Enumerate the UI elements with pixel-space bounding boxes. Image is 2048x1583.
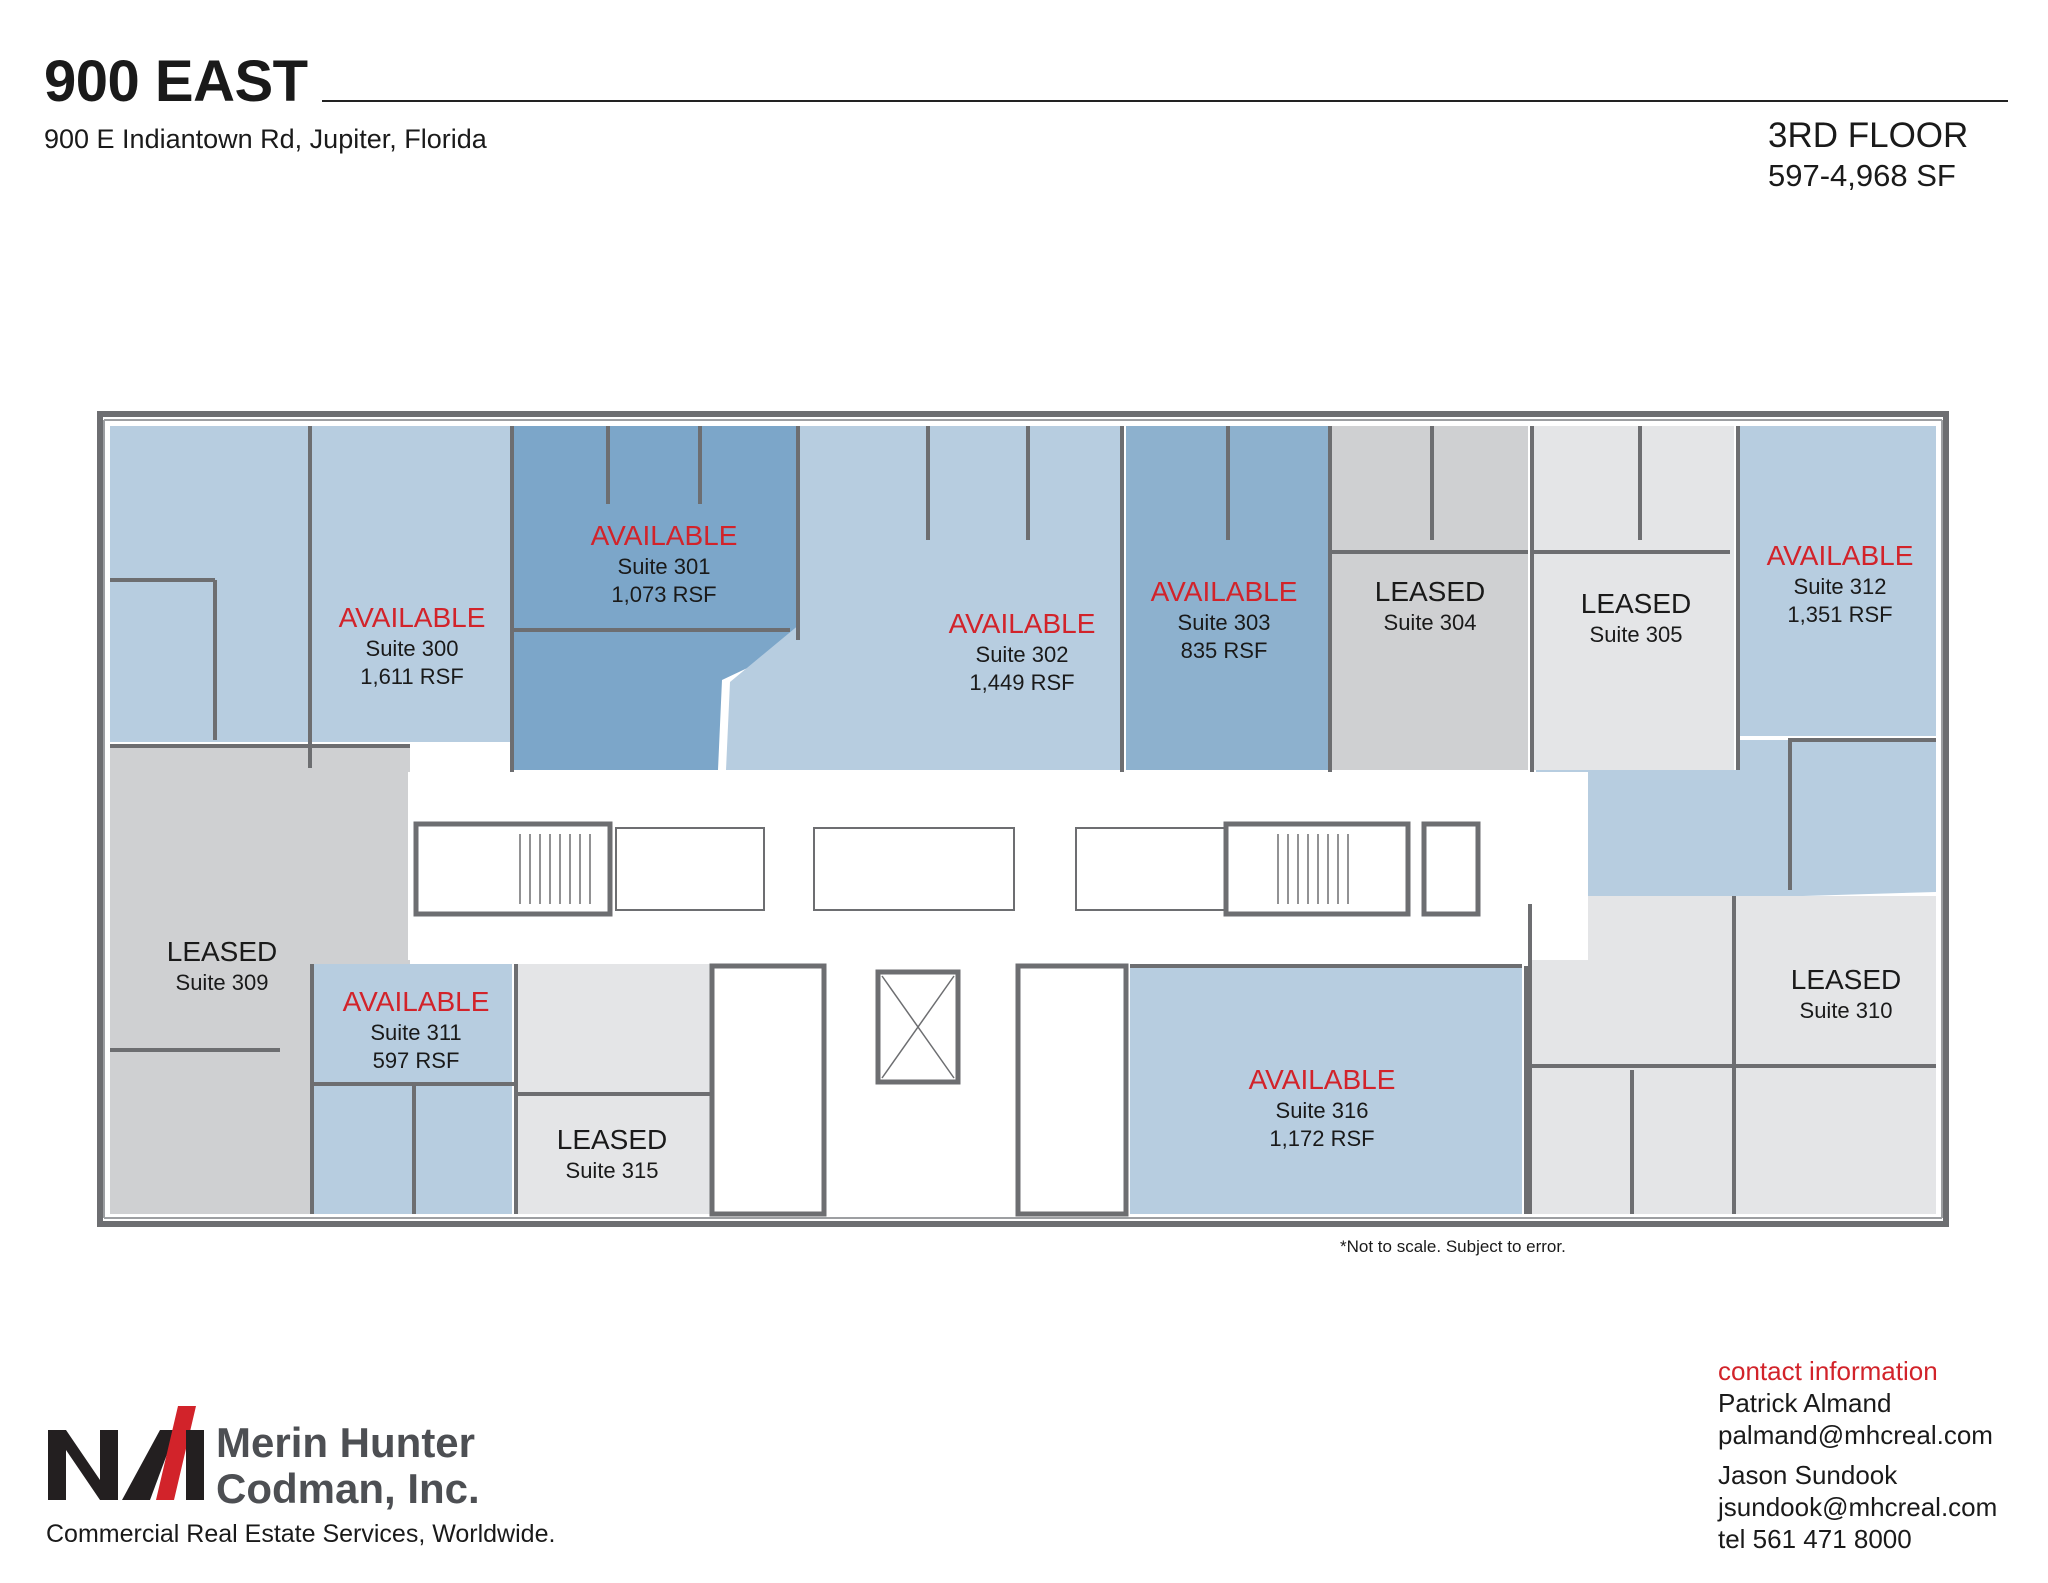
suite-312-area: 1,351 RSF — [1787, 602, 1892, 627]
restroom-west — [709, 963, 827, 1217]
suite-315-fill — [516, 964, 710, 1214]
company-name: Merin Hunter Codman, Inc. — [216, 1420, 480, 1512]
contact-name-2: Jason Sundook — [1718, 1460, 1898, 1490]
scale-note: *Not to scale. Subject to error. — [1340, 1237, 1566, 1256]
restroom-east — [1015, 963, 1129, 1217]
suite-303-status: AVAILABLE — [1151, 576, 1298, 607]
suite-315-status: LEASED — [557, 1124, 668, 1155]
suite-labels: AVAILABLE Suite 300 1,611 RSF AVAILABLE … — [167, 520, 1914, 1183]
suite-301-name: Suite 301 — [618, 554, 711, 579]
suite-302-name: Suite 302 — [976, 642, 1069, 667]
suite-316-name: Suite 316 — [1276, 1098, 1369, 1123]
suite-312-lower-fill — [1536, 740, 1936, 904]
building-title: 900 EAST — [44, 49, 308, 114]
interior-walls — [110, 426, 1936, 1214]
contact-name-1: Patrick Almand — [1718, 1388, 1892, 1418]
shaft-2 — [813, 827, 1015, 911]
suite-309-name: Suite 309 — [176, 970, 269, 995]
contact-phone[interactable]: tel 561 471 8000 — [1718, 1524, 1912, 1554]
suite-309-status: LEASED — [167, 936, 278, 967]
stair-east — [1223, 821, 1411, 917]
suite-312-status: AVAILABLE — [1767, 540, 1914, 571]
suite-302-area: 1,449 RSF — [969, 670, 1074, 695]
suite-303-name: Suite 303 — [1178, 610, 1271, 635]
shaft-3 — [1075, 827, 1237, 911]
stair-west — [413, 821, 613, 917]
suite-fills — [110, 426, 1936, 1214]
suite-300-name: Suite 300 — [366, 636, 459, 661]
suite-303-area: 835 RSF — [1181, 638, 1268, 663]
suite-300-status: AVAILABLE — [339, 602, 486, 633]
suite-312-name: Suite 312 — [1794, 574, 1887, 599]
suite-315-name: Suite 315 — [566, 1158, 659, 1183]
suite-304-name: Suite 304 — [1384, 610, 1477, 635]
suite-301-fill — [514, 426, 796, 636]
shaft-1 — [615, 827, 765, 911]
suite-301-area: 1,073 RSF — [611, 582, 716, 607]
contact-email-1[interactable]: palmand@mhcreal.com — [1718, 1420, 1993, 1450]
stair-treads — [519, 834, 1349, 1079]
suite-311-area: 597 RSF — [373, 1048, 460, 1073]
window-mullions — [103, 419, 1943, 1219]
header-rule — [322, 100, 2008, 102]
suite-316-status: AVAILABLE — [1249, 1064, 1396, 1095]
floor-label: 3RD FLOOR — [1768, 116, 1969, 155]
suite-304-status: LEASED — [1375, 576, 1486, 607]
suite-310-name: Suite 310 — [1800, 998, 1893, 1023]
suite-302-status: AVAILABLE — [949, 608, 1096, 639]
suite-311-name: Suite 311 — [370, 1020, 461, 1045]
suite-301-lower-fill — [514, 636, 796, 770]
floor-size-range: 597-4,968 SF — [1768, 158, 1956, 193]
suite-310-status: LEASED — [1791, 964, 1902, 995]
building-address: 900 E Indiantown Rd, Jupiter, Florida — [44, 124, 487, 154]
suite-302-fill — [726, 426, 1120, 770]
suite-316-fill — [1130, 966, 1522, 1214]
suite-305-fill — [1534, 426, 1734, 770]
company-tagline: Commercial Real Estate Services, Worldwi… — [46, 1520, 556, 1548]
suite-311-status: AVAILABLE — [343, 986, 490, 1017]
suite-312-fill — [1740, 426, 1936, 736]
company-line-1: Merin Hunter — [216, 1419, 476, 1466]
company-line-2: Codman, Inc. — [216, 1465, 480, 1512]
suite-305-name: Suite 305 — [1590, 622, 1683, 647]
suite-305-status: LEASED — [1581, 588, 1692, 619]
suite-316-area: 1,172 RSF — [1269, 1126, 1374, 1151]
suite-300-area: 1,611 RSF — [360, 664, 464, 689]
contact-heading: contact information — [1718, 1356, 1938, 1386]
janitor-closet — [1421, 821, 1481, 917]
contact-email-2[interactable]: jsundook@mhcreal.com — [1718, 1492, 1998, 1522]
nai-logo — [48, 1406, 204, 1500]
suite-301-status: AVAILABLE — [591, 520, 738, 551]
